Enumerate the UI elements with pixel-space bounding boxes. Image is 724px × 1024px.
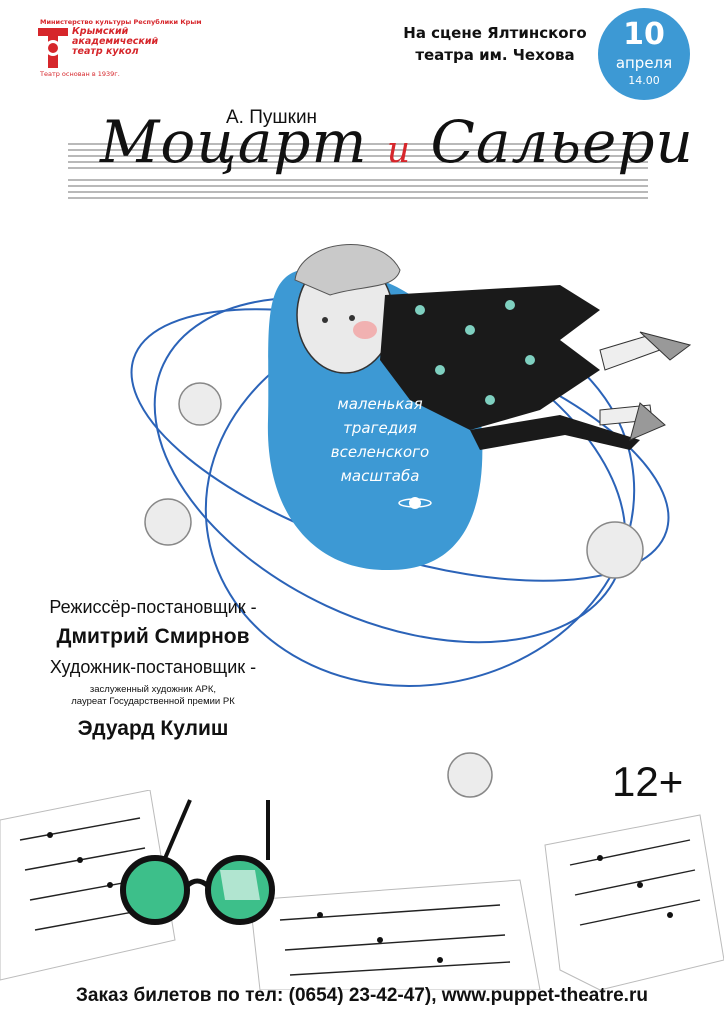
venue: На сцене Ялтинского театра им. Чехова <box>390 22 600 66</box>
ministry-label: Министерство культуры Республики Крым <box>40 18 202 26</box>
title-mozart: Моцарт <box>100 108 368 176</box>
director-role: Режиссёр-постановщик - <box>49 597 257 617</box>
glasses-icon <box>120 799 275 925</box>
author: А. Пушкин <box>226 107 318 128</box>
title-salieri: Сальери <box>430 108 694 176</box>
date-badge: 10 апреля 14.00 <box>598 8 690 100</box>
date-month: апреля <box>615 54 673 72</box>
director-name: Дмитрий Смирнов <box>56 625 250 648</box>
theatre-name: Крымский академический театр кукол <box>72 26 159 57</box>
mozart-illustration <box>130 244 692 798</box>
play-title: Моцарт и Сальери <box>100 108 694 176</box>
artist-title-line-1: заслуженный художник АРК, <box>89 684 217 695</box>
age-rating: 12+ <box>612 758 684 805</box>
tagline: маленькая трагедия вселенского масштаба <box>280 392 480 488</box>
tagline-line-4: масштаба <box>340 467 420 485</box>
artist-name: Эдуард Кулиш <box>77 717 229 740</box>
title-and: и <box>386 130 412 171</box>
artist-title: заслуженный художник АРК, лауреат Госуда… <box>0 684 306 708</box>
date-day: 10 <box>623 17 665 52</box>
ticket-order-info: Заказ билетов по тел: (0654) 23-42-47), … <box>76 985 648 1006</box>
date-time: 14.00 <box>628 74 660 87</box>
tagline-line-3: вселенского <box>330 443 430 461</box>
music-staff-lines <box>68 143 648 199</box>
founded-label: Театр основан в 1939г. <box>40 70 120 78</box>
artist-title-line-2: лауреат Государственной премии РК <box>71 696 235 707</box>
tagline-line-1: маленькая <box>337 395 423 413</box>
theatre-logo <box>38 28 68 68</box>
venue-line-2: театра им. Чехова <box>415 46 575 64</box>
sheet-music-and-glasses <box>0 790 724 990</box>
tagline-line-2: трагедия <box>343 419 417 437</box>
artist-role: Художник-постановщик - <box>49 657 257 677</box>
venue-line-1: На сцене Ялтинского <box>403 24 587 42</box>
